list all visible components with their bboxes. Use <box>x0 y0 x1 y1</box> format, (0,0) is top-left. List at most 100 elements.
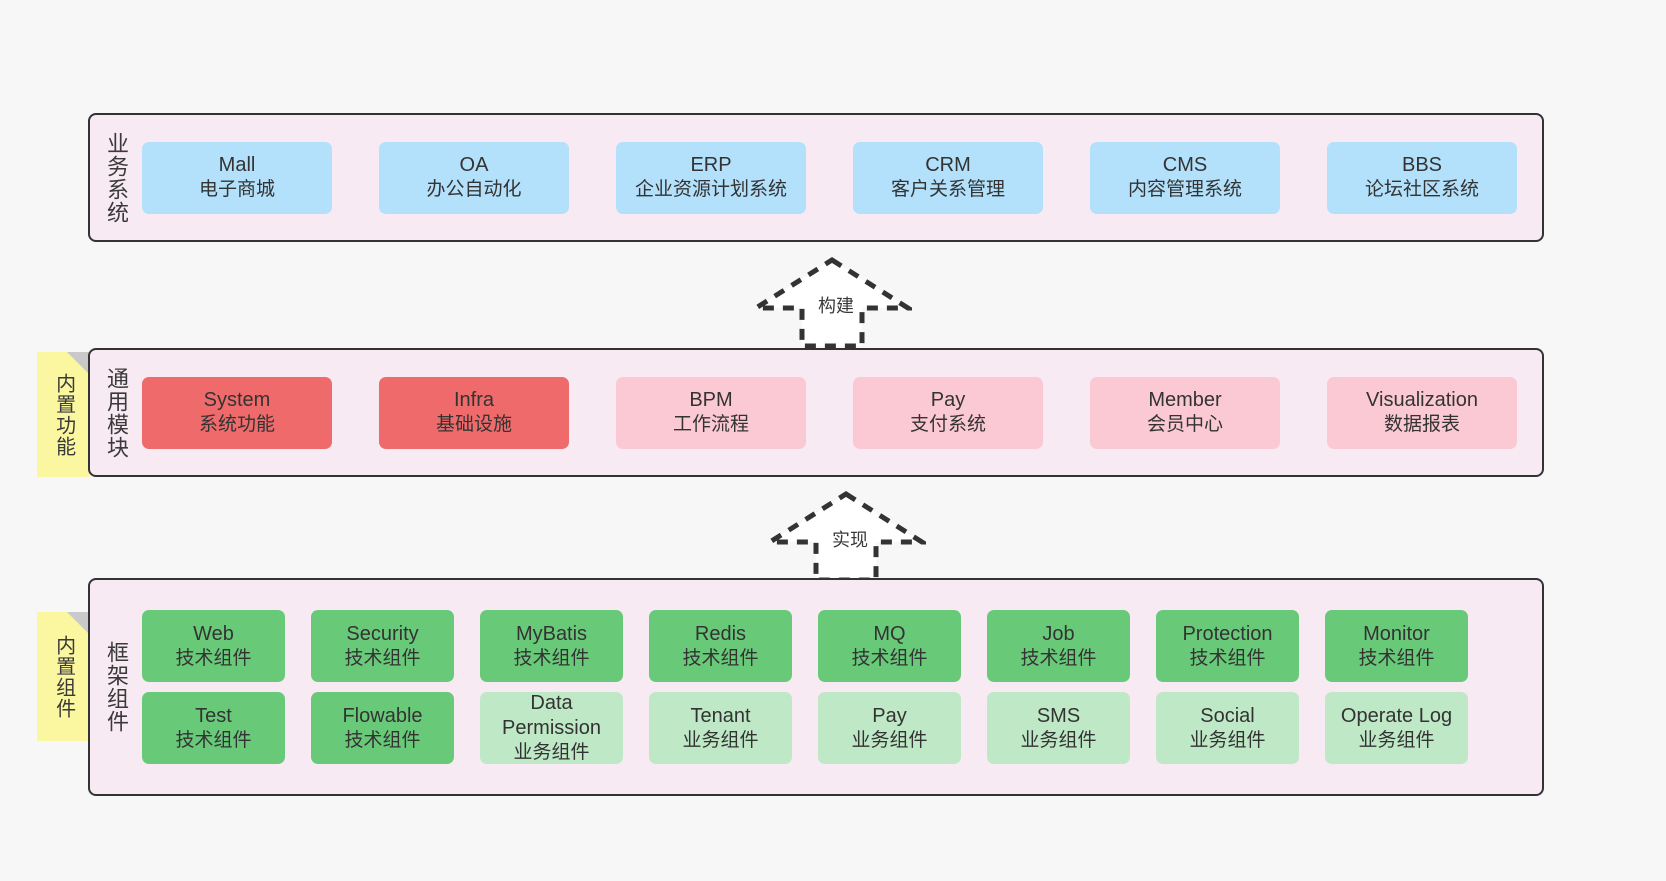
card-subtitle: 电子商城 <box>198 179 275 201</box>
card-subtitle: 工作流程 <box>672 414 749 436</box>
connector-implement-label: 实现 <box>832 530 868 550</box>
card-title: Social <box>1200 704 1255 727</box>
card-title: CRM <box>925 154 971 177</box>
card-subtitle: 技术组件 <box>1189 647 1266 669</box>
card-title: Flowable <box>342 704 423 727</box>
card-title: BBS <box>1401 154 1443 177</box>
card-subtitle: 技术组件 <box>175 647 252 669</box>
card-subtitle: 系统功能 <box>198 414 275 436</box>
card-subtitle: 基础设施 <box>435 414 512 436</box>
card-title: ERP <box>690 154 732 177</box>
card-subtitle: 会员中心 <box>1146 414 1223 436</box>
card-title: CMS <box>1162 154 1208 177</box>
card-title: Operate Log <box>1340 704 1453 727</box>
card-title: Data Permission <box>502 692 601 740</box>
card-subtitle: 技术组件 <box>344 729 421 751</box>
card-subtitle: 企业资源计划系统 <box>634 179 787 201</box>
card-title: Test <box>195 704 232 727</box>
card-title: BPM <box>689 389 733 412</box>
card-subtitle: 技术组件 <box>851 647 928 669</box>
card-title: Protection <box>1182 622 1273 645</box>
card-subtitle: 技术组件 <box>682 647 759 669</box>
card-subtitle: 数据报表 <box>1383 414 1460 436</box>
card-subtitle: 技术组件 <box>344 647 421 669</box>
card-title: OA <box>459 154 489 177</box>
card-title: MQ <box>873 622 906 645</box>
card-subtitle: 客户关系管理 <box>890 179 1005 201</box>
card-title: Infra <box>453 389 495 412</box>
card-subtitle: 业务组件 <box>1358 729 1435 751</box>
card-title: SMS <box>1036 704 1081 727</box>
note-builtin-function: 内置功能 <box>37 352 89 477</box>
card-title: Web <box>193 622 234 645</box>
card-subtitle: 论坛社区系统 <box>1364 179 1479 201</box>
card-title: Job <box>1042 622 1075 645</box>
note-builtin-function-label: 内置功能 <box>52 372 75 457</box>
card-subtitle: 业务组件 <box>1020 729 1097 751</box>
layer-common-label: 通用模块 <box>103 366 129 459</box>
connector-build-label: 构建 <box>818 296 854 316</box>
card-title: Redis <box>694 622 747 645</box>
note-builtin-component-label: 内置组件 <box>52 634 75 719</box>
card-subtitle: 业务组件 <box>851 729 928 751</box>
card-subtitle: 业务组件 <box>1189 729 1266 751</box>
card-subtitle: 技术组件 <box>175 729 252 751</box>
card-subtitle: 业务组件 <box>513 742 590 764</box>
card-title: Mall <box>218 154 256 177</box>
card-title: Pay <box>930 389 966 412</box>
card-title: Pay <box>872 704 907 727</box>
card-subtitle: 技术组件 <box>1020 647 1097 669</box>
card-title: Security <box>346 622 419 645</box>
layer-business-label: 业务系统 <box>103 131 129 224</box>
card-title: MyBatis <box>515 622 588 645</box>
card-subtitle: 支付系统 <box>909 414 986 436</box>
layer-framework-label: 框架组件 <box>103 641 129 733</box>
note-fold-icon <box>67 352 89 374</box>
note-fold-icon <box>67 612 89 634</box>
note-builtin-component: 内置组件 <box>37 612 89 741</box>
card-title: Tenant <box>690 704 751 727</box>
card-subtitle: 技术组件 <box>1358 647 1435 669</box>
card-title: Visualization <box>1366 389 1478 412</box>
card-subtitle: 技术组件 <box>513 647 590 669</box>
card-title: Member <box>1148 389 1222 412</box>
